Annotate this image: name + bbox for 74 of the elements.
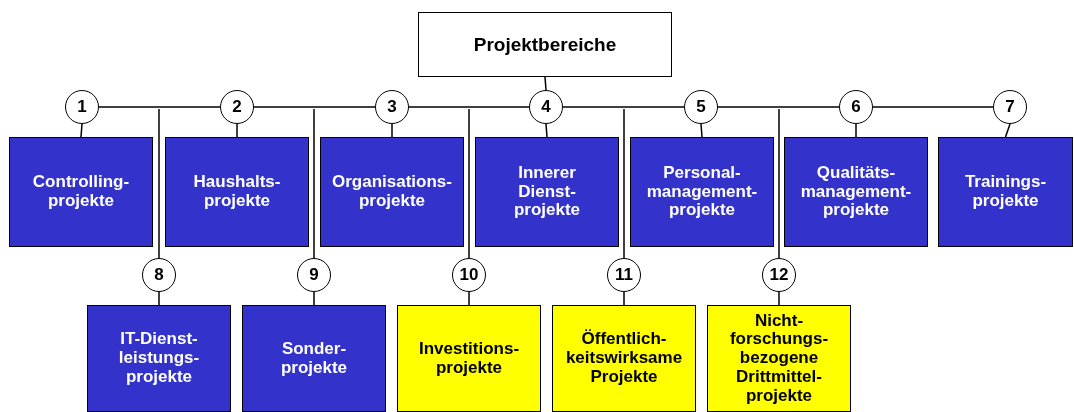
box-label: 5 <box>696 97 706 117</box>
box-label: Investitions- projekte <box>418 339 520 378</box>
box-label: 2 <box>232 97 242 117</box>
box-label: Organisations- projekte <box>332 173 452 211</box>
box-label: Personal- management- projekte <box>646 163 758 221</box>
box-label: Projektbereiche <box>473 33 617 56</box>
root-box <box>418 12 672 77</box>
number-circle <box>762 258 796 292</box>
category-box <box>707 305 851 412</box>
connector-line <box>545 123 548 138</box>
connector-line <box>313 291 315 306</box>
category-box <box>320 137 464 247</box>
connector-line <box>80 123 83 138</box>
category-box <box>552 305 696 412</box>
connector-line <box>158 291 160 306</box>
category-box <box>475 137 619 247</box>
connector-line <box>468 108 470 259</box>
number-circle <box>839 90 873 124</box>
category-box <box>938 137 1073 247</box>
category-box <box>630 137 774 247</box>
number-circle <box>529 90 563 124</box>
box-label: 11 <box>615 265 633 285</box>
category-box <box>9 137 153 247</box>
box-label: 12 <box>769 265 789 285</box>
box-label: 9 <box>309 265 319 285</box>
box-label: 7 <box>1005 97 1015 117</box>
number-circle <box>684 90 718 124</box>
number-circle <box>142 258 176 292</box>
connector-line <box>778 108 780 259</box>
connector-line <box>855 123 857 138</box>
connector-line <box>468 291 470 306</box>
number-circle <box>297 258 331 292</box>
number-circle <box>375 90 409 124</box>
connector-line <box>1004 123 1011 138</box>
connector-line <box>313 108 315 259</box>
box-label: IT-Dienst- leistungs- projekte <box>117 330 201 387</box>
number-circle <box>220 90 254 124</box>
category-box <box>242 305 386 412</box>
connector-line <box>623 291 625 306</box>
number-circle <box>452 258 486 292</box>
connector-line <box>253 106 376 108</box>
box-label: Innerer Dienst- projekte <box>513 163 581 221</box>
box-label: Controlling- projekte <box>32 173 130 211</box>
box-label: Öffentlich- keitswirksame Projekte <box>565 330 683 387</box>
connector-line <box>872 106 994 108</box>
category-box <box>165 137 309 247</box>
connector-line <box>158 108 160 259</box>
connector-line <box>544 76 547 91</box>
number-circle <box>607 258 641 292</box>
connector-line <box>562 106 685 108</box>
connector-line <box>778 291 780 306</box>
box-label: 10 <box>459 265 479 285</box>
connector-line <box>700 123 703 138</box>
box-label: 3 <box>387 97 397 117</box>
box-label: 1 <box>77 97 87 117</box>
connector-line <box>391 123 393 138</box>
box-label: Haushalts- projekte <box>193 173 281 211</box>
box-label: 6 <box>851 97 861 117</box>
box-label: Nicht- forschungs- bezogene Drittmittel- projekte <box>729 311 829 406</box>
connector-line <box>408 106 530 108</box>
number-circle <box>993 90 1027 124</box>
category-box <box>397 305 541 412</box>
box-label: Trainings- projekte <box>964 173 1047 211</box>
number-circle <box>65 90 99 124</box>
connector-line <box>236 123 238 138</box>
box-label: Qualitäts- management- projekte <box>800 163 912 221</box>
box-label: 8 <box>154 265 164 285</box>
box-label: Sonder- projekte <box>280 339 348 378</box>
category-box <box>784 137 928 247</box>
category-box <box>87 305 231 412</box>
connector-line <box>717 106 840 108</box>
connector-line <box>623 108 625 259</box>
box-label: 4 <box>541 97 551 117</box>
connector-line <box>98 106 221 108</box>
